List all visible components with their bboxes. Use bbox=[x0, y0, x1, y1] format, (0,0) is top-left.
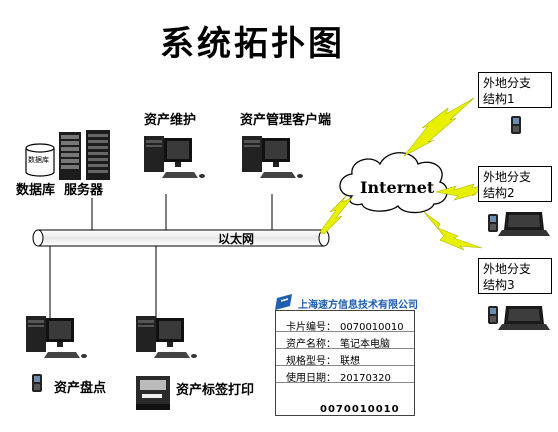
card-row-name-label: 资产名称： bbox=[286, 339, 336, 350]
card-row-name-value: 笔记本电脑 bbox=[340, 339, 390, 350]
server-rack-icon bbox=[59, 130, 110, 180]
card-row-date: 使用日期： 20170320 bbox=[286, 369, 391, 384]
ethernet-label: 以太网 bbox=[218, 232, 255, 246]
card-divider bbox=[276, 331, 414, 332]
card-row-model-value: 联想 bbox=[340, 356, 360, 367]
branch1-handheld-icon bbox=[511, 116, 521, 134]
barcode-number: 0070010010 bbox=[320, 404, 400, 415]
branch2-laptop-icon bbox=[498, 212, 550, 236]
asset-maintenance-computer-icon bbox=[144, 136, 205, 178]
server-label: 服务器 bbox=[64, 183, 104, 198]
card-row-number: 卡片编号： 0070010010 bbox=[286, 318, 404, 333]
handheld-scanner-icon bbox=[32, 374, 42, 392]
branch-box-3-line2: 结构3 bbox=[483, 278, 515, 292]
card-row-date-label: 使用日期： bbox=[286, 373, 336, 384]
card-row-number-value: 0070010010 bbox=[340, 322, 404, 333]
branch-box-2: 外地分支 结构2 bbox=[478, 166, 552, 202]
company-name: 上海速方信息技术有限公司 bbox=[298, 300, 418, 311]
branch3-laptop-icon bbox=[498, 306, 550, 330]
database-icon bbox=[25, 143, 55, 177]
card-row-date-value: 20170320 bbox=[340, 373, 391, 384]
branch-box-2-line2: 结构2 bbox=[483, 186, 515, 200]
asset-client-computer-icon bbox=[242, 136, 303, 178]
asset-label-print-label: 资产标签打印 bbox=[176, 383, 255, 398]
branch-box-1: 外地分支 结构1 bbox=[478, 72, 552, 108]
internet-cloud-icon bbox=[339, 152, 448, 214]
connection-lines bbox=[49, 194, 273, 318]
card-divider bbox=[276, 348, 414, 349]
branch-box-3-line1: 外地分支 bbox=[483, 262, 532, 276]
asset-inventory-computer-icon bbox=[26, 316, 87, 358]
ethernet-pipe bbox=[32, 229, 330, 247]
branch-box-1-line1: 外地分支 bbox=[483, 76, 532, 90]
card-divider bbox=[276, 365, 414, 366]
asset-tag-card: 卡片编号： 0070010010 资产名称： 笔记本电脑 规格型号： 联想 使用日期：… bbox=[275, 310, 415, 416]
branch-box-2-line1: 外地分支 bbox=[483, 170, 532, 184]
card-row-model: 规格型号： 联想 bbox=[286, 352, 360, 367]
database-label: 数据库 bbox=[16, 183, 56, 198]
card-row-name: 资产名称： 笔记本电脑 bbox=[286, 335, 390, 350]
card-row-number-label: 卡片编号： bbox=[286, 322, 336, 333]
branch-box-1-line2: 结构1 bbox=[483, 92, 515, 106]
diagram-title: 系统拓扑图 bbox=[160, 24, 345, 64]
card-row-model-label: 规格型号： bbox=[286, 356, 336, 367]
card-divider bbox=[276, 382, 414, 383]
company-logo-icon bbox=[275, 294, 292, 310]
branch-box-3: 外地分支 结构3 bbox=[478, 258, 552, 294]
label-print-computer-icon bbox=[136, 316, 197, 358]
branch3-handheld-icon bbox=[488, 306, 498, 324]
asset-maintenance-label: 资产维护 bbox=[144, 113, 197, 128]
asset-inventory-label: 资产盘点 bbox=[54, 381, 107, 396]
internet-label: Internet bbox=[360, 178, 435, 197]
asset-client-label: 资产管理客户端 bbox=[240, 113, 332, 128]
branch2-handheld-icon bbox=[488, 214, 498, 232]
database-inner-label: 数据库 bbox=[28, 156, 49, 164]
label-printer-icon bbox=[136, 376, 170, 410]
